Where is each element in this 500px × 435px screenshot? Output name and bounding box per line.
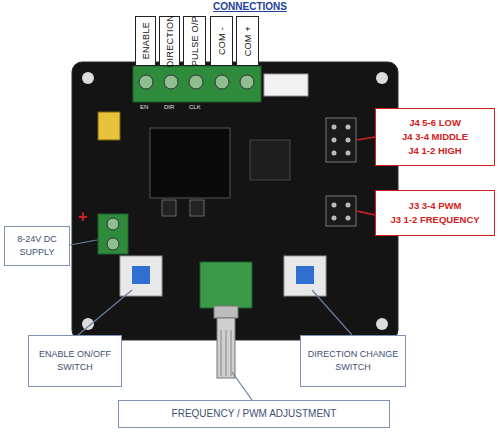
shaft-knurl <box>231 330 232 376</box>
silkscreen-label: DIR <box>164 104 174 110</box>
leader-line <box>357 137 375 140</box>
jumper-callout: J4 5-6 LOWJ4 3-4 MIDDLEJ4 1-2 HIGH <box>375 108 495 166</box>
leader-line <box>312 290 352 335</box>
shaft-knurl <box>221 330 222 376</box>
smd-part <box>162 200 176 216</box>
switch-button <box>296 266 314 284</box>
terminal-name: DIRECTION <box>165 15 175 67</box>
silkscreen-label: CLK <box>189 104 201 110</box>
mount-hole <box>82 318 94 330</box>
callout-box: ENABLE ON/OFF SWITCH <box>28 335 122 387</box>
terminal-block <box>133 66 261 102</box>
header-pin <box>332 138 337 143</box>
silkscreen-label: EN <box>140 104 148 110</box>
callout-text: J3 1-2 FREQUENCY <box>390 213 479 227</box>
leader-line <box>357 211 375 215</box>
callout-text: J4 1-2 HIGH <box>408 144 461 158</box>
pot-shaft <box>217 318 235 378</box>
terminal-screw <box>240 75 254 89</box>
callout-box: 8-24V DC SUPPLY <box>4 226 70 266</box>
leader-line <box>78 290 132 335</box>
switch-button <box>132 266 150 284</box>
callout-text: J3 3-4 PWM <box>409 199 462 213</box>
callout-text: J4 3-4 MIDDLE <box>402 130 468 144</box>
header-pin <box>346 151 351 156</box>
polarity-sign: + <box>78 208 87 226</box>
header-pin <box>332 151 337 156</box>
terminal-screw <box>139 75 153 89</box>
callout-text: FREQUENCY / PWM ADJUSTMENT <box>172 407 337 422</box>
header-pin <box>346 138 351 143</box>
terminal-name: COM + <box>243 26 253 56</box>
header-pin <box>332 203 337 208</box>
terminal-screw <box>107 218 119 230</box>
header-pin <box>332 125 337 130</box>
header-pin <box>346 216 351 221</box>
pcb-board <box>72 62 398 340</box>
terminal-label: COM - <box>210 16 233 66</box>
driver-chip <box>150 128 230 198</box>
callout-text: J4 5-6 LOW <box>409 116 461 130</box>
terminal-screw <box>215 75 229 89</box>
callout-box: DIRECTION CHANGE SWITCH <box>300 335 406 387</box>
mount-hole <box>376 318 388 330</box>
terminal-screw <box>107 238 119 250</box>
ic-chip <box>250 140 290 180</box>
switch-housing <box>284 256 326 296</box>
callout-text: ENABLE ON/OFF SWITCH <box>29 348 121 374</box>
terminal-screw <box>189 75 203 89</box>
header-pin <box>346 203 351 208</box>
leader-line <box>232 372 252 400</box>
pot-collar <box>214 306 238 318</box>
terminal-name: PULSE O/P <box>190 16 200 66</box>
supply-terminal <box>98 214 128 254</box>
mount-hole <box>82 72 94 84</box>
terminal-name: COM - <box>217 27 227 55</box>
jumper-callout: J3 3-4 PWMJ3 1-2 FREQUENCY <box>375 190 495 236</box>
white-connector <box>264 74 308 96</box>
diagram-title: CONNECTIONS <box>0 1 500 12</box>
terminal-name: ENABLE <box>141 22 151 59</box>
mount-hole <box>376 72 388 84</box>
capacitor <box>98 112 120 140</box>
callout-text: DIRECTION CHANGE SWITCH <box>301 348 405 374</box>
smd-part <box>190 200 204 216</box>
switch-housing <box>120 256 162 296</box>
terminal-label: COM + <box>236 16 259 66</box>
header-pin <box>346 125 351 130</box>
polarity-sign: - <box>80 240 86 261</box>
shaft-knurl <box>226 330 227 376</box>
jumper-header <box>326 118 356 162</box>
terminal-label: PULSE O/P <box>183 16 206 66</box>
header-pin <box>332 216 337 221</box>
terminal-label: DIRECTION <box>159 16 180 66</box>
terminal-label: ENABLE <box>135 16 156 66</box>
terminal-screw <box>164 75 178 89</box>
callout-text: 8-24V DC SUPPLY <box>5 233 69 259</box>
potentiometer <box>200 262 252 308</box>
jumper-header <box>326 196 356 226</box>
callout-box: FREQUENCY / PWM ADJUSTMENT <box>118 400 390 428</box>
